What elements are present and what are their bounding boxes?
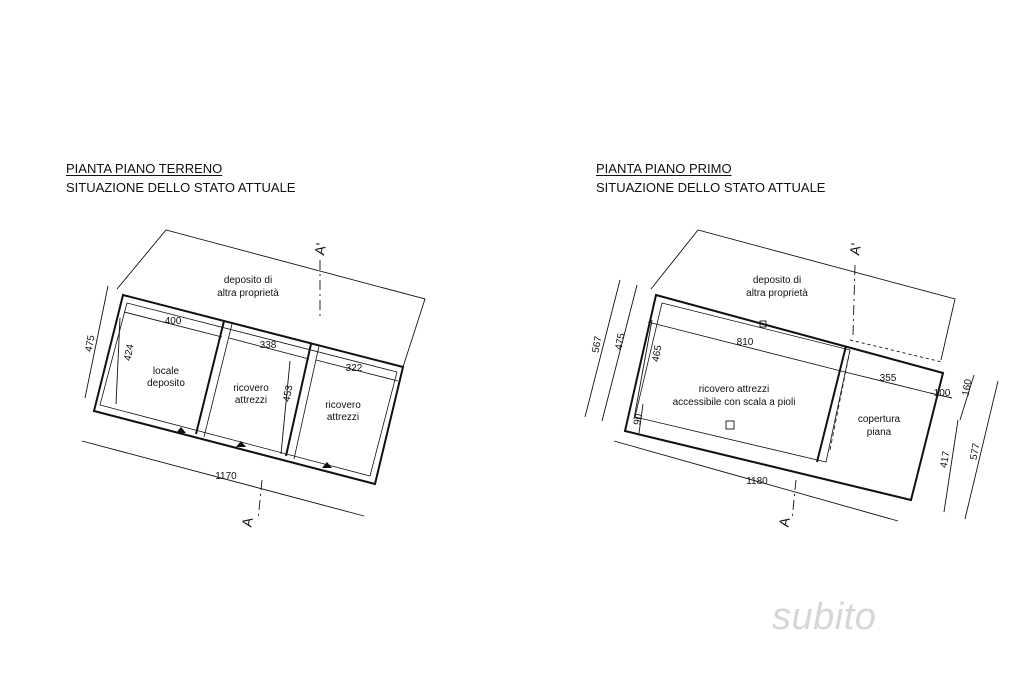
left-room1-label-2: deposito	[147, 378, 185, 389]
left-section-bottom: A	[238, 515, 255, 528]
right-dim-355: 355	[880, 373, 897, 384]
left-neighbor-label-1: deposito di	[224, 275, 272, 286]
right-outer-wall	[623, 293, 945, 502]
right-dim-475: 475	[614, 332, 628, 351]
subito-watermark: subito	[772, 596, 877, 638]
right-plan-subtitle: SITUAZIONE DELLO STATO ATTUALE	[596, 180, 826, 195]
right-section-top: A'	[846, 242, 864, 257]
right-dim-417: 417	[939, 450, 953, 469]
left-neighbor-outline	[116, 229, 426, 368]
left-room1-label-1: locale	[153, 366, 180, 377]
left-plan	[81, 229, 426, 521]
left-outer-wall	[92, 293, 405, 486]
left-room2-label-1: ricovero	[233, 383, 269, 394]
right-dim-90: 90	[632, 413, 645, 426]
left-dim-338: 338	[260, 340, 277, 351]
left-neighbor-label-2: altra proprietà	[217, 288, 279, 299]
right-neighbor-label-1: deposito di	[753, 275, 801, 286]
right-dim-1180: 1180	[746, 476, 768, 487]
left-dim-1170: 1170	[215, 471, 237, 482]
right-dim-465: 465	[651, 344, 665, 363]
left-plan-title: PIANTA PIANO TERRENO	[66, 161, 223, 176]
right-dim-160: 160	[961, 378, 975, 397]
left-room2-label-2: attrezzi	[235, 395, 267, 406]
right-dim-567: 567	[591, 335, 605, 354]
left-room3-label-2: attrezzi	[327, 412, 359, 423]
left-dim-424: 424	[123, 343, 137, 362]
left-plan-subtitle: SITUAZIONE DELLO STATO ATTUALE	[66, 180, 296, 195]
right-neighbor-label-2: altra proprietà	[746, 288, 808, 299]
left-dim-400: 400	[165, 316, 182, 327]
left-section-top: A'	[311, 242, 329, 257]
right-room1-label-2: accessibile con scala a pioli	[673, 397, 796, 408]
right-room2-label-2: piana	[867, 427, 892, 438]
left-dim-475: 475	[84, 334, 98, 353]
right-neighbor-outline	[650, 229, 956, 361]
right-dim-577: 577	[969, 442, 983, 461]
right-room1-label-1: ricovero attrezzi	[699, 384, 770, 395]
left-dim-322: 322	[346, 363, 363, 374]
right-plan	[584, 229, 999, 522]
right-dim-810: 810	[737, 337, 754, 348]
left-dim-453: 453	[282, 384, 296, 403]
right-plan-title: PIANTA PIANO PRIMO	[596, 161, 732, 176]
right-room2-label-1: copertura	[858, 414, 901, 425]
right-section-bottom: A	[775, 515, 792, 528]
left-room3-label-1: ricovero	[325, 400, 361, 411]
right-dim-100: 100	[934, 388, 951, 399]
